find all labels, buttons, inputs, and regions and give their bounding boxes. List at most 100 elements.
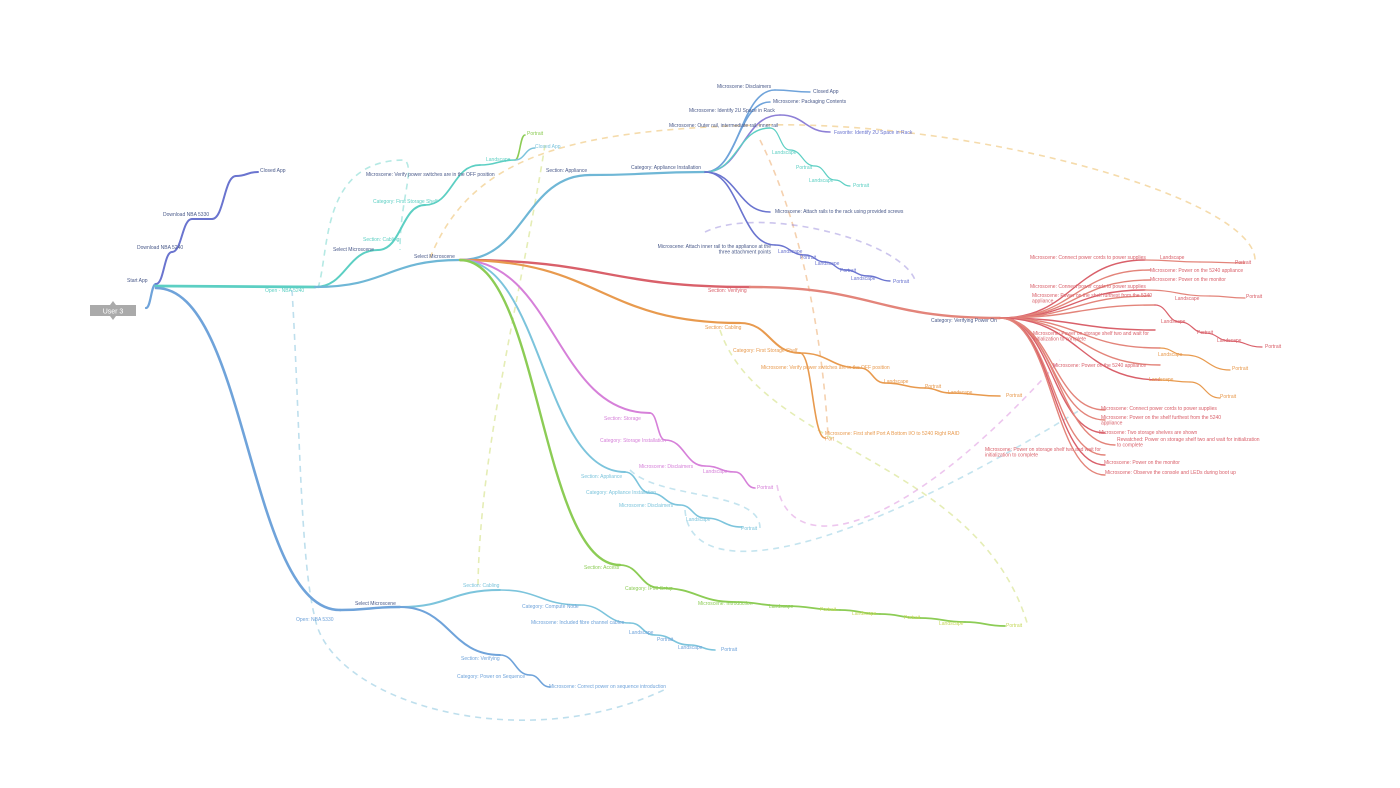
node-label-r-portrait-2[interactable]: Portrait	[1246, 294, 1263, 300]
node-label-closed-app-a[interactable]: Closed App	[535, 144, 561, 150]
node-label-portrait-t5[interactable]: Portrait	[893, 279, 910, 285]
node-label-select-microscene-a[interactable]: Select Microscene	[333, 247, 374, 253]
node-label-ms-verify-power-main[interactable]: Microscene: Verify power switches are in…	[761, 365, 890, 371]
node-label-category-first-storage-shelf-main[interactable]: Category: First Storage Shelf	[733, 348, 798, 354]
node-label-section-access[interactable]: Section: Access	[584, 565, 620, 571]
node-label-c-ms-disclaimers[interactable]: Microscene: Disclaimers	[619, 503, 674, 509]
node-label-r-ms-connect-power-1[interactable]: Microscene: Connect power cords to power…	[1030, 255, 1146, 261]
node-label-portrait-a1[interactable]: Portrait	[527, 131, 544, 137]
node-label-section-cabling-a[interactable]: Section: Cabling	[363, 237, 400, 243]
node-label-r-landscape-4[interactable]: Landscape	[1217, 338, 1242, 344]
node-label-category-verifying-power-on[interactable]: Category: Verifying Power On	[931, 318, 997, 324]
node-label-category-appliance-installation-mid[interactable]: Category: Appliance Installation	[586, 490, 656, 496]
node-label-r-ms-power-shelf-furthest-b[interactable]: Microscene: Power on the shelf furthest …	[1101, 415, 1221, 427]
node-label-o-portrait-1[interactable]: Portrait	[925, 384, 942, 390]
node-label-m-portrait[interactable]: Portrait	[757, 485, 774, 491]
node-label-closed-app-top[interactable]: Closed App	[260, 168, 286, 174]
node-label-category-storage-installation[interactable]: Category: Storage Installation	[600, 438, 666, 444]
node-label-o-landscape-1[interactable]: Landscape	[884, 379, 909, 385]
node-label-r-landscape-6[interactable]: Landscape	[1149, 377, 1174, 383]
node-label-r-ms-power-5240-b[interactable]: Microscene: Power on the 5240 appliance	[1053, 363, 1146, 369]
node-label-o-landscape-2[interactable]: Landscape	[948, 390, 973, 396]
node-label-ms-first-shelf-port[interactable]: Microscene: First shelf Port A Bottom I/…	[825, 431, 960, 443]
node-label-open-5330[interactable]: Open: NBA 5330	[296, 617, 334, 623]
node-label-download-5240[interactable]: Download NBA 5240	[137, 245, 183, 251]
node-label-r-ms-power-storage-shelf-two-a[interactable]: Microscene: Power on storage shelf two a…	[1033, 331, 1149, 343]
node-label-b-landscape-1[interactable]: Landscape	[629, 630, 654, 636]
node-label-portrait-t1[interactable]: Portrait	[796, 165, 813, 171]
node-label-b-portrait-2[interactable]: Portrait	[721, 647, 738, 653]
node-label-b-portrait-1[interactable]: Portrait	[657, 637, 674, 643]
node-label-m-landscape[interactable]: Landscape	[703, 469, 728, 475]
node-label-r-landscape-1[interactable]: Landscape	[1160, 255, 1185, 261]
node-label-r-ms-power-shelf-furthest-a[interactable]: Microscene: Power on the shelf furthest …	[1032, 293, 1152, 305]
node-label-category-first-storage-shelf-a[interactable]: Category: First Storage Shelf	[373, 199, 438, 205]
node-label-section-appliance-top[interactable]: Section: Appliance	[546, 168, 587, 174]
node-label-ms-packaging[interactable]: Microscene: Packaging Contents	[773, 99, 847, 105]
node-label-r-ms-two-shelves[interactable]: Microscene: Two storage shelves are show…	[1099, 430, 1198, 436]
node-label-g-portrait-2[interactable]: Portrait	[904, 615, 921, 621]
node-label-r-portrait-3[interactable]: Portrait	[1197, 330, 1214, 336]
node-label-landscape-a1[interactable]: Landscape	[486, 157, 511, 163]
node-label-b-ms-correct-power-sequence[interactable]: Microscene: Correct power on sequence in…	[549, 684, 666, 690]
node-label-b-section-cabling[interactable]: Section: Cabling	[463, 583, 500, 589]
node-label-r-landscape-3[interactable]: Landscape	[1161, 319, 1186, 325]
node-label-b-category-compute-node[interactable]: Category: Compute Node	[522, 604, 579, 610]
node-label-r-ms-observe-console[interactable]: Microscene: Observe the console and LEDs…	[1105, 470, 1236, 476]
node-label-b-category-power-sequence[interactable]: Category: Power on Sequence	[457, 674, 525, 680]
node-label-r-ms-connect-power-3[interactable]: Microscene: Connect power cords to power…	[1101, 406, 1217, 412]
node-label-landscape-t3[interactable]: Landscape	[778, 249, 803, 255]
node-label-g-landscape-3[interactable]: Landscape	[939, 621, 964, 627]
node-label-o-portrait-2[interactable]: Portrait	[1006, 393, 1023, 399]
node-label-r-rewatched-power-shelf-two[interactable]: Rewatched: Power on storage shelf two an…	[1117, 437, 1260, 449]
node-label-ms-verify-power-a[interactable]: Microscene: Verify power switches are in…	[366, 172, 495, 178]
node-label-portrait-t4[interactable]: Portrait	[840, 268, 857, 274]
node-label-select-microscene-b[interactable]: Select Microscene	[355, 601, 396, 607]
node-label-g-portrait-1[interactable]: Portrait	[820, 607, 837, 613]
node-label-r-portrait-5[interactable]: Portrait	[1232, 366, 1249, 372]
node-label-ms-attach-inner-rail[interactable]: Microscene: Attach inner rail to the app…	[658, 244, 772, 256]
node-label-r-ms-power-storage-shelf-two-b[interactable]: Microscene: Power on storage shelf two a…	[985, 447, 1101, 459]
node-label-c-landscape[interactable]: Landscape	[686, 517, 711, 523]
node-label-landscape-t4[interactable]: Landscape	[815, 261, 840, 267]
node-label-section-verifying-main[interactable]: Section: Verifying	[708, 288, 747, 294]
node-label-open-5240[interactable]: Open - NBA 5240	[265, 288, 304, 294]
root-node[interactable]: User 3	[90, 301, 136, 320]
node-label-r-ms-connect-power-2[interactable]: Microscene: Connect power cords to power…	[1030, 284, 1146, 290]
node-label-section-cabling-main[interactable]: Section: Cabling	[705, 325, 742, 331]
node-label-ms-outer-rail[interactable]: Microscene: Outer rail, intermediate rai…	[669, 123, 778, 129]
node-label-c-portrait[interactable]: Portrait	[741, 526, 758, 532]
node-label-r-ms-power-5240-a[interactable]: Microscene: Power on the 5240 appliance	[1150, 268, 1243, 274]
node-label-category-appliance-installation-top[interactable]: Category: Appliance Installation	[631, 165, 701, 171]
node-label-landscape-t2[interactable]: Landscape	[809, 178, 834, 184]
node-label-portrait-t2[interactable]: Portrait	[853, 183, 870, 189]
node-label-ms-disclaimers-top[interactable]: Microscene: Disclaimers	[717, 84, 772, 90]
node-label-r-portrait-6[interactable]: Portrait	[1220, 394, 1237, 400]
node-label-start-app[interactable]: Start App	[127, 278, 148, 284]
node-label-closed-app-top2[interactable]: Closed App	[813, 89, 839, 95]
node-label-select-microscene-main[interactable]: Select Microscene	[414, 254, 455, 260]
node-label-b-landscape-2[interactable]: Landscape	[678, 645, 703, 651]
node-label-portrait-t3[interactable]: Portrait	[800, 255, 817, 261]
node-label-download-5330[interactable]: Download NBA 5330	[163, 212, 209, 218]
node-label-g-landscape-1[interactable]: Landscape	[769, 604, 794, 610]
node-label-ms-identify-2u[interactable]: Microscene: Identify 2U Space in Rack	[689, 108, 775, 114]
node-label-g-landscape-2[interactable]: Landscape	[852, 611, 877, 617]
node-label-r-ms-power-monitor-b[interactable]: Microscene: Power on the monitor	[1104, 460, 1180, 466]
node-label-ms-introduction[interactable]: Microscene: Introduction	[698, 601, 753, 607]
node-label-r-portrait-1[interactable]: Portrait	[1235, 260, 1252, 266]
node-label-r-ms-power-monitor-a[interactable]: Microscene: Power on the monitor	[1150, 277, 1226, 283]
node-label-landscape-t1[interactable]: Landscape	[772, 150, 797, 156]
node-label-r-portrait-4[interactable]: Portrait	[1265, 344, 1282, 350]
node-label-ms-attach-rails[interactable]: Microscene: Attach rails to the rack usi…	[775, 209, 904, 215]
node-label-category-ipmi-setup[interactable]: Category: IPMI Setup	[625, 586, 673, 592]
node-label-favorite-identify-2u[interactable]: Favorite: Identify 2U Space in Rack	[834, 130, 913, 136]
node-label-m-ms-disclaimers[interactable]: Microscene: Disclaimers	[639, 464, 694, 470]
node-label-landscape-t5[interactable]: Landscape	[851, 276, 876, 282]
node-label-b-ms-fibre-cables[interactable]: Microscene: Included fibre channel cable…	[531, 620, 625, 626]
node-label-section-storage[interactable]: Section: Storage	[604, 416, 641, 422]
node-label-r-landscape-2[interactable]: Landscape	[1175, 296, 1200, 302]
node-label-r-landscape-5[interactable]: Landscape	[1158, 352, 1183, 358]
node-label-section-appliance-mid[interactable]: Section: Appliance	[581, 474, 622, 480]
node-label-b-section-verifying[interactable]: Section: Verifying	[461, 656, 500, 662]
